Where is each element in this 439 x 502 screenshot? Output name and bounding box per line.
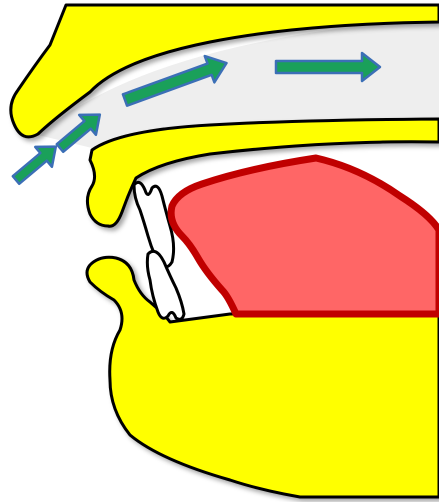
tongue	[171, 158, 439, 314]
